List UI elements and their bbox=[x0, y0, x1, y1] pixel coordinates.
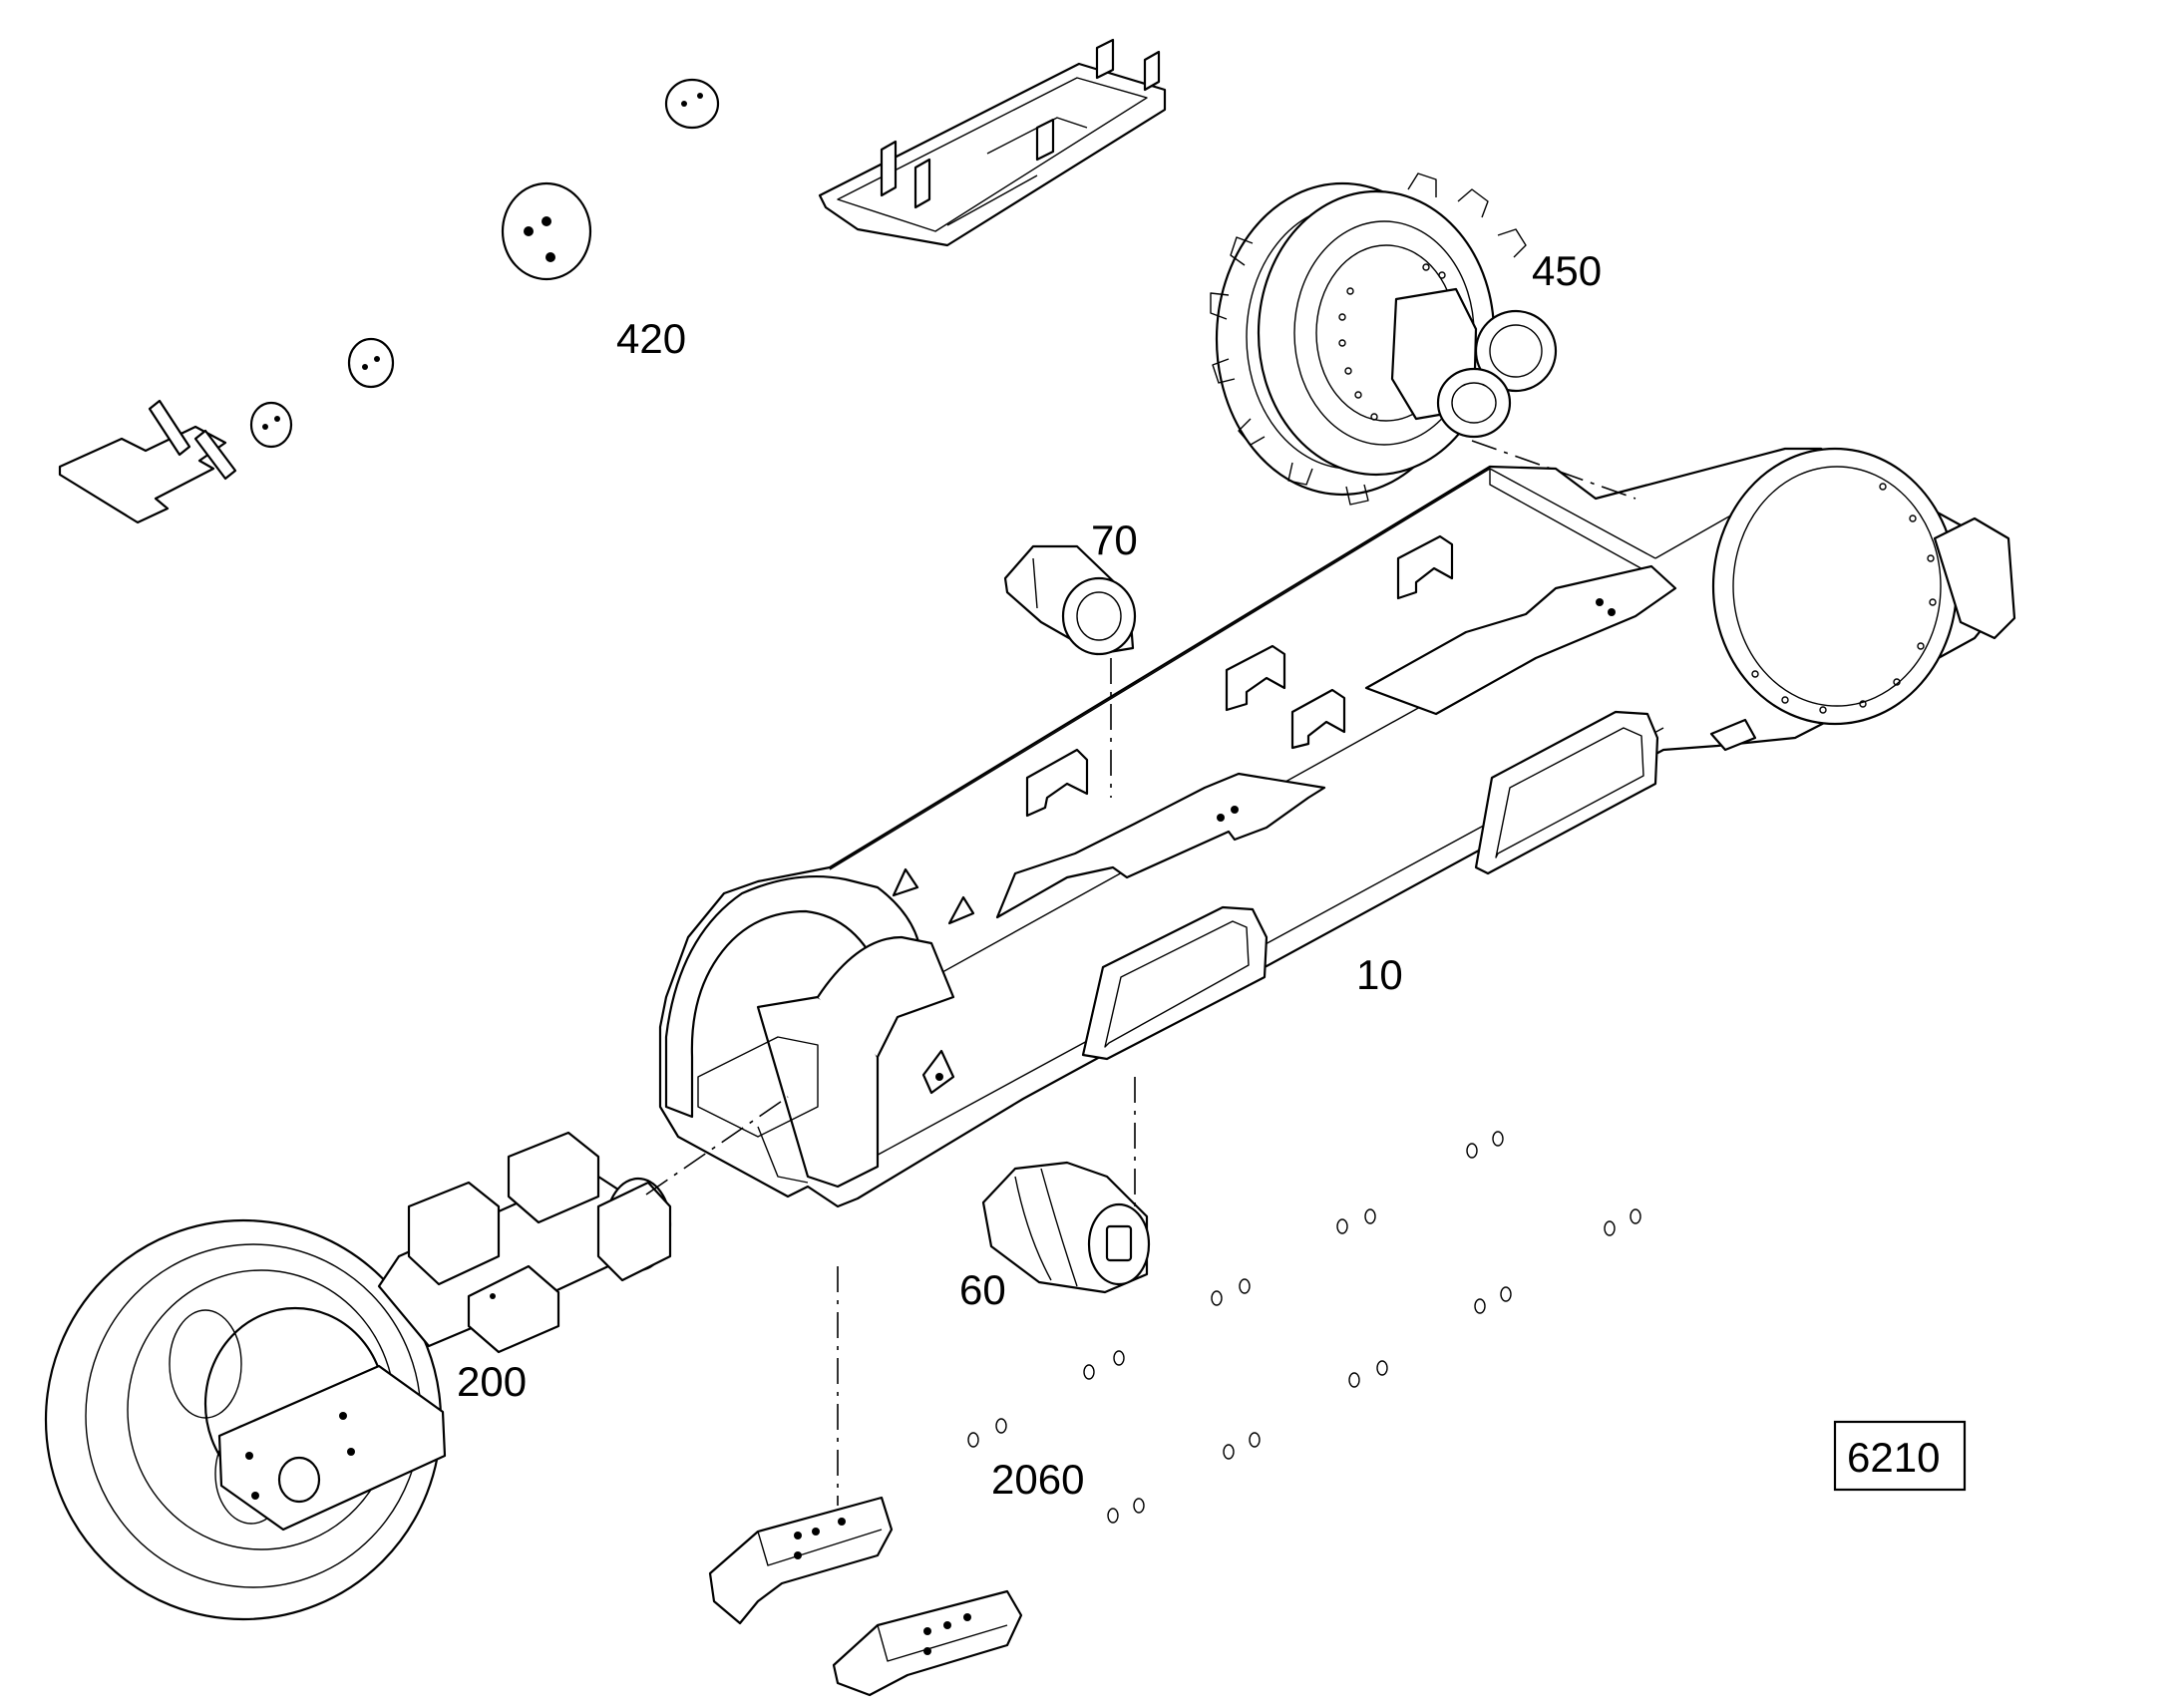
guard-disc-3 bbox=[347, 337, 395, 389]
frame-side-panels bbox=[1081, 710, 1659, 1061]
callout-10: 10 bbox=[1356, 951, 1403, 998]
callout-60: 60 bbox=[959, 1266, 1006, 1313]
alignment-lines bbox=[645, 440, 1636, 1506]
drive-motor bbox=[1390, 287, 1558, 439]
track-guide-blocks bbox=[708, 1496, 1023, 1697]
guard-disc-4 bbox=[249, 401, 293, 449]
guard-assembly-420 bbox=[58, 38, 1167, 524]
track-frame-10 bbox=[658, 447, 2016, 1208]
callout-70: 70 bbox=[1091, 516, 1138, 563]
ring-bolts bbox=[1751, 483, 1937, 714]
small-plate bbox=[58, 399, 237, 524]
callout-200: 200 bbox=[457, 1358, 527, 1405]
guard-disc-1 bbox=[664, 78, 720, 130]
callout-450: 450 bbox=[1532, 247, 1602, 294]
idler-200 bbox=[44, 1131, 672, 1621]
top-roller-70 bbox=[1003, 544, 1137, 656]
reference-box: 6210 bbox=[1833, 1420, 1967, 1492]
final-drive-450 bbox=[1210, 172, 1558, 506]
reference-number: 6210 bbox=[1847, 1434, 1940, 1481]
bottom-roller-60 bbox=[981, 1161, 1151, 1294]
frame-top-brackets bbox=[1025, 534, 1454, 818]
cover-plate bbox=[818, 38, 1167, 247]
callout-2060: 2060 bbox=[991, 1456, 1084, 1503]
bolt-ring bbox=[1338, 263, 1446, 421]
callout-420: 420 bbox=[616, 315, 686, 362]
roller-mounts bbox=[995, 564, 1677, 919]
bolt-set-2060 bbox=[967, 1131, 1641, 1524]
guard-disc-2 bbox=[501, 181, 592, 281]
